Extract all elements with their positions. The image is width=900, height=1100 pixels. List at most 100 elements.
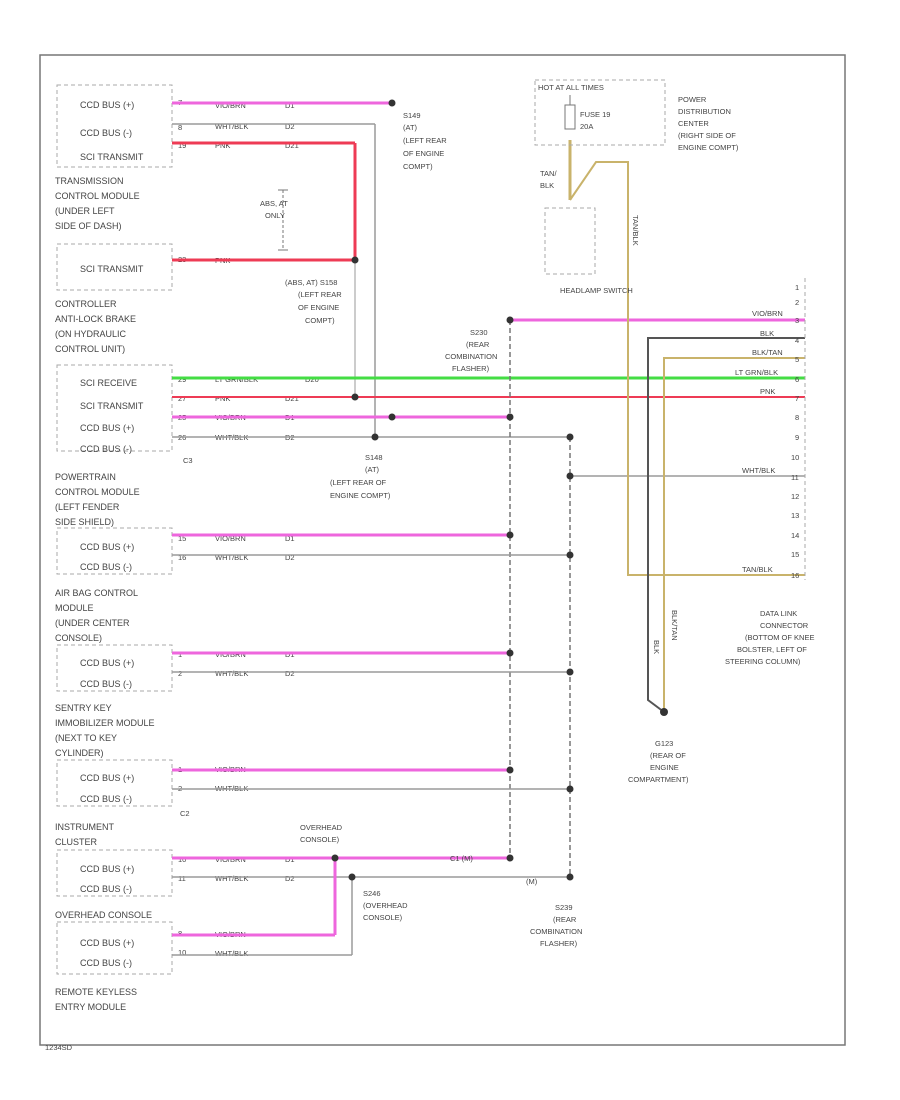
skim-connector-label: C2 <box>180 809 190 818</box>
splice-s1-label-4: OF ENGINE <box>403 149 444 158</box>
pcm-title-3: (LEFT FENDER <box>55 502 120 512</box>
dlc-pin-14: 14 <box>791 531 799 540</box>
wire-blk-ground <box>647 337 805 713</box>
pdc-title-3: CENTER <box>678 119 709 128</box>
tcm-title-3: (UNDER LEFT <box>55 206 115 216</box>
data-link-connector: 1 2 3 4 5 6 7 8 9 10 11 12 13 14 15 16 V… <box>652 278 814 666</box>
pcm-pin-label-3: CCD BUS (+) <box>80 423 134 433</box>
abs-box <box>56 243 173 291</box>
tcm-pin-num-3: 19 <box>178 141 186 150</box>
abs-pin-label: SCI TRANSMIT <box>80 264 144 274</box>
splice-dot <box>388 99 396 107</box>
pcm-title-4: SIDE SHIELD) <box>55 517 114 527</box>
dlc-pin-13: 13 <box>791 511 799 520</box>
splice-rear-top-label-4: FLASHER) <box>452 364 490 373</box>
splice-abs-at-label-2: (LEFT REAR <box>298 290 342 299</box>
airbag-title-3: (UNDER CENTER <box>55 618 130 628</box>
wires <box>172 101 805 956</box>
pcm-bottom-circuit-1: D1 <box>285 534 295 543</box>
tcm-wire-color-3: PNK <box>215 141 230 150</box>
tcm-pin-label-1: CCD BUS (+) <box>80 100 134 110</box>
pcm-pin-label-2: SCI TRANSMIT <box>80 401 144 411</box>
splice-s1-label-3: (LEFT REAR <box>403 136 447 145</box>
dlc-title-4: BOLSTER, LEFT OF <box>737 645 807 654</box>
splice-dot <box>348 873 356 881</box>
pcm-connector-label: C3 <box>183 456 193 465</box>
splice-s2-label-4: ENGINE COMPT) <box>330 491 391 500</box>
dlc-wire-color-1: VIO/BRN <box>752 309 783 318</box>
splice-rear-top-label-3: COMBINATION <box>445 352 497 361</box>
skim-title-3: (NEXT TO KEY <box>55 733 117 743</box>
headlamp-switch-box <box>544 207 596 275</box>
overhead-pin-num-2: 10 <box>178 948 186 957</box>
dlc-pin-15: 15 <box>791 550 799 559</box>
pcm-title-1: POWERTRAIN <box>55 472 116 482</box>
fuse-label-1: FUSE 19 <box>580 110 610 119</box>
splice-s1-label-5: COMPT) <box>403 162 433 171</box>
skim-title-4: CYLINDER) <box>55 748 104 758</box>
pcm-box <box>56 364 173 452</box>
splice-s2-label-3: (LEFT REAR OF <box>330 478 387 487</box>
dlc-pin-5: 5 <box>795 355 799 364</box>
dlc-wire-color-2: BLK <box>760 329 774 338</box>
abs-title-3: (ON HYDRAULIC <box>55 329 127 339</box>
splice-labels: S149 (AT) (LEFT REAR OF ENGINE COMPT) AB… <box>260 111 689 948</box>
dlc-pin-1: 1 <box>795 283 799 292</box>
splice-dot <box>566 668 574 676</box>
airbag-pin-num-2: 2 <box>178 669 182 678</box>
splice-overhead-bottom-label-1: S246 <box>363 889 381 898</box>
pdc-hot-label: HOT AT ALL TIMES <box>538 83 604 92</box>
splice-rear-top-label-1: S230 <box>470 328 488 337</box>
overhead-module: OVERHEAD CONSOLE CCD BUS (+) CCD BUS (-)… <box>55 910 248 1012</box>
abs-at-only-label-1: ABS, AT <box>260 199 288 208</box>
splice-dot <box>566 472 574 480</box>
pdc-wire-right-label: TAN/BLK <box>631 215 640 246</box>
splice-overhead-bottom-label-3: CONSOLE) <box>363 913 403 922</box>
dlc-wire-color-5: PNK <box>760 387 775 396</box>
tcm-title-2: CONTROL MODULE <box>55 191 140 201</box>
overhead-box <box>56 921 173 975</box>
dlc-title-3: (BOTTOM OF KNEE <box>745 633 814 642</box>
airbag-circuit-2: D2 <box>285 669 295 678</box>
pcm-circuit-2: D21 <box>285 394 299 403</box>
diagram-frame <box>39 54 846 1046</box>
pcm-bottom-pin-num-1: 15 <box>178 534 186 543</box>
ground-label-4: COMPARTMENT) <box>628 775 689 784</box>
tcm-wire-color-2: WHT/BLK <box>215 122 248 131</box>
cluster-title-1: INSTRUMENT <box>55 822 114 832</box>
splice-s2-label-1: S148 <box>365 453 383 462</box>
dlc-pin-2: 2 <box>795 298 799 307</box>
abs-title-4: CONTROL UNIT) <box>55 344 125 354</box>
skim-pin-label-1: CCD BUS (+) <box>80 773 134 783</box>
rke-title-2: ENTRY MODULE <box>55 1002 126 1012</box>
splice-abs-at-label-4: COMPT) <box>305 316 335 325</box>
tcm-module: CCD BUS (+) CCD BUS (-) SCI TRANSMIT 7 8… <box>55 84 299 231</box>
cluster-pin-label-1: CCD BUS (+) <box>80 864 134 874</box>
pdc-title-1: POWER <box>678 95 707 104</box>
overhead-wire-color-2: WHT/BLK <box>215 949 248 958</box>
fuse-label-2: 20A <box>580 122 593 131</box>
abs-title-1: CONTROLLER <box>55 299 117 309</box>
pcm-pin-label-1: SCI RECEIVE <box>80 378 137 388</box>
pcm-pin-label-4: CCD BUS (-) <box>80 444 132 454</box>
splice-rear-bottom-label-4: FLASHER) <box>540 939 578 948</box>
cluster-title-2: CLUSTER <box>55 837 98 847</box>
airbag-pin-label-1: CCD BUS (+) <box>80 658 134 668</box>
tcm-box <box>56 84 173 168</box>
dlc-pin-7: 7 <box>795 394 799 403</box>
splice-dot <box>371 433 379 441</box>
pcm-bottom-wire-color-1: VIO/BRN <box>215 534 246 543</box>
airbag-wire-color-2: WHT/BLK <box>215 669 248 678</box>
cluster-wire-color-2: WHT/BLK <box>215 874 248 883</box>
rke-title-1: REMOTE KEYLESS <box>55 987 137 997</box>
splice-overhead-top-label-2: CONSOLE) <box>300 835 340 844</box>
pcm-bottom-box <box>56 527 173 575</box>
dlc-wire-color-6: WHT/BLK <box>742 466 775 475</box>
pcm-wire-color-2: PNK <box>215 394 230 403</box>
splice-dot <box>331 854 339 862</box>
footer-code: 1234SD <box>45 1043 73 1052</box>
dlc-title-1: DATA LINK <box>760 609 797 618</box>
dlc-pin-11: 11 <box>791 473 799 482</box>
pcm-title-2: CONTROL MODULE <box>55 487 140 497</box>
